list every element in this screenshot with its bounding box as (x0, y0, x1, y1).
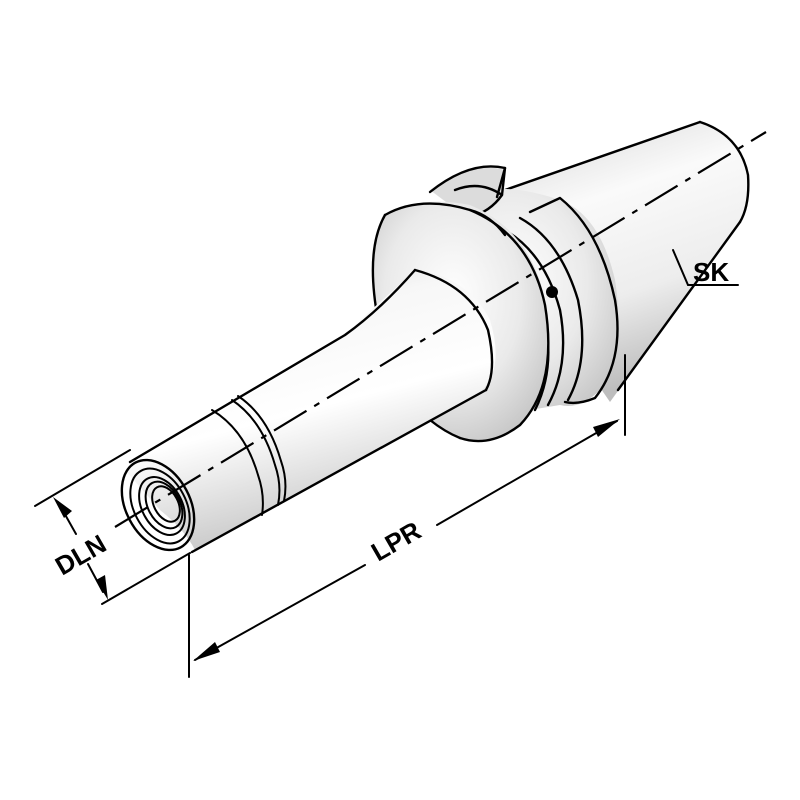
orientation-dot-icon (546, 286, 558, 298)
sk-label: SK (693, 257, 729, 287)
cylindrical-shank (125, 268, 496, 554)
lpr-label: LPR (366, 515, 426, 567)
dln-label: DLN (50, 528, 111, 581)
groove-rings (211, 395, 287, 516)
center-axis (114, 131, 767, 528)
threaded-bore-end (120, 458, 196, 552)
sk-callout: SK (672, 249, 739, 287)
